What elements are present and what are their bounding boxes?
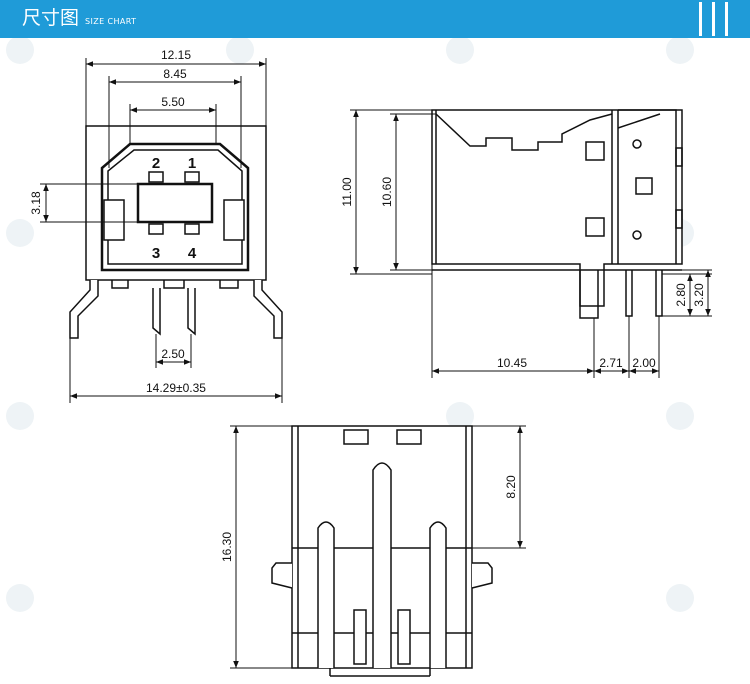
page-subtitle: SIZE CHART xyxy=(85,17,137,26)
dim-side-leg-offset: 2.71 xyxy=(599,356,623,370)
dim-front-leg-span: 14.29±0.35 xyxy=(146,381,206,395)
dim-front-port-width: 5.50 xyxy=(161,95,185,109)
dim-front-pin-pitch: 2.50 xyxy=(161,347,185,361)
front-dimension-lines xyxy=(40,58,283,403)
pin-label-2: 2 xyxy=(152,155,160,172)
dim-side-body-depth: 10.45 xyxy=(497,356,527,370)
side-dimension-lines xyxy=(350,109,712,378)
dim-side-leg-pitch: 2.00 xyxy=(632,356,656,370)
dim-bottom-total-length: 16.30 xyxy=(220,532,234,562)
bottom-view xyxy=(271,425,493,677)
dim-side-body-height: 10.60 xyxy=(380,177,394,207)
dim-bottom-tab-length: 8.20 xyxy=(504,475,518,499)
dim-side-pin-long: 3.20 xyxy=(692,283,706,307)
pin-label-3: 3 xyxy=(152,245,160,262)
dim-side-total-height: 11.00 xyxy=(340,177,354,206)
front-view xyxy=(69,125,283,339)
dim-front-total-width: 12.15 xyxy=(161,48,191,62)
size-chart-drawing: 12.15 8.45 5.50 3.18 2.50 14.29±0.35 2 1… xyxy=(6,38,712,677)
dim-front-inner-width: 8.45 xyxy=(163,67,187,81)
dim-front-port-height: 3.18 xyxy=(29,191,43,215)
pin-label-1: 1 xyxy=(188,155,196,172)
pin-label-4: 4 xyxy=(188,245,197,262)
page-title: 尺寸图 xyxy=(22,7,80,29)
header-bar: 尺寸图 SIZE CHART xyxy=(0,0,750,38)
bottom-dimension-lines xyxy=(230,425,526,669)
dim-side-pin-short: 2.80 xyxy=(674,283,688,307)
side-view xyxy=(431,109,683,319)
